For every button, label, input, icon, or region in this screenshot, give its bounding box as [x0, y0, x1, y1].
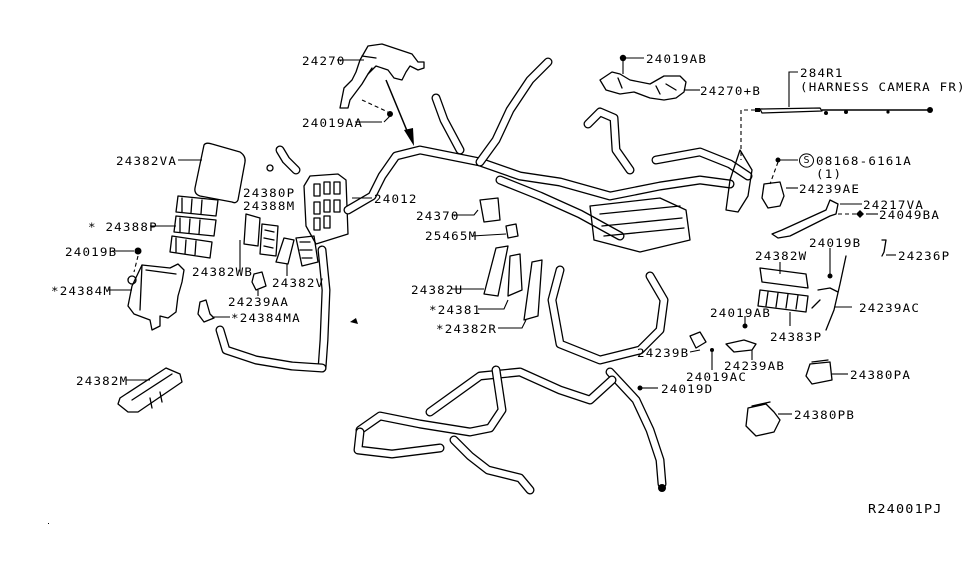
callout-24382V[interactable]: 24382V [272, 275, 325, 290]
direction-arrow [385, 79, 414, 146]
callout-24383P[interactable]: 24383P [770, 329, 823, 344]
callout-24019AA[interactable]: 24019AA [302, 115, 364, 130]
clip-08168[interactable] [775, 157, 781, 163]
diagram-reference-code: R24001PJ [868, 501, 943, 517]
part-25465M[interactable] [505, 223, 519, 239]
part-24239B-bracket[interactable] [689, 331, 707, 349]
callout-24239AE[interactable]: 24239AE [799, 181, 861, 196]
part-center-junction-box[interactable] [589, 149, 753, 253]
part-24382U[interactable] [483, 245, 509, 297]
part-lower-harness[interactable] [353, 265, 669, 495]
callout-24381[interactable]: *24381 [429, 302, 482, 317]
callout-24019AC[interactable]: 24019AC [686, 369, 748, 384]
callout-24388M[interactable]: 24388M [243, 198, 296, 213]
part-24384M-module[interactable] [127, 263, 185, 331]
clip-24019AC[interactable] [710, 348, 714, 352]
part-24382M[interactable] [117, 367, 183, 413]
callout-24019AB-mid[interactable]: 24019AB [710, 305, 772, 320]
part-fuse-block-main[interactable] [266, 164, 349, 267]
callout-24239AB[interactable]: 24239AB [724, 358, 786, 373]
callout-24019B-left[interactable]: 24019B [65, 244, 118, 259]
callout-24019D[interactable]: 24019D [661, 381, 714, 396]
part-24382R[interactable] [523, 259, 543, 321]
callout-24370[interactable]: 24370 [416, 208, 460, 223]
callout-24236P[interactable]: 24236P [898, 248, 951, 263]
callout-24049BA[interactable]: 24049BA [879, 207, 941, 222]
part-24380PB[interactable] [745, 401, 781, 437]
callout-24382WB[interactable]: 24382WB [192, 264, 254, 279]
callout-24382VA[interactable]: 24382VA [116, 153, 178, 168]
callout-24380PB[interactable]: 24380PB [794, 407, 856, 422]
callout-24012[interactable]: 24012 [374, 191, 418, 206]
part-24239AC-bracket[interactable] [811, 255, 847, 331]
part-24382V[interactable] [275, 237, 295, 265]
clip-24019B-right[interactable] [827, 273, 833, 279]
callout-08168-symbol: S [799, 153, 814, 168]
part-24384MA[interactable] [197, 299, 215, 323]
leader-lines [108, 57, 896, 415]
part-24239AE[interactable] [761, 181, 785, 209]
part-24239AB-bracket[interactable] [725, 339, 757, 353]
callout-24388P[interactable]: * 24388P [88, 219, 158, 234]
callout-24380PA[interactable]: 24380PA [850, 367, 912, 382]
clip-24019AB-mid[interactable] [742, 323, 748, 329]
marker-triangle [350, 318, 358, 324]
part-24388M[interactable] [259, 223, 279, 257]
callout-24270[interactable]: 24270 [302, 53, 346, 68]
callout-24384M[interactable]: *24384M [51, 283, 113, 298]
callout-284R1-description: (HARNESS CAMERA FR) [800, 79, 966, 94]
clip-24019B-left[interactable] [134, 247, 142, 255]
callout-24019B-right[interactable]: 24019B [809, 235, 862, 250]
callout-24239B[interactable]: 24239B [637, 345, 690, 360]
part-24012-main-harness[interactable] [215, 57, 753, 373]
part-24270B-bracket[interactable] [599, 71, 687, 101]
callout-24019AB-top[interactable]: 24019AB [646, 51, 708, 66]
callout-24380P[interactable]: 24380P [243, 185, 296, 200]
callout-24217VA[interactable]: 24217VA [863, 197, 925, 212]
callout-08168-qty: (1) [816, 166, 843, 181]
part-24380PA[interactable] [805, 359, 833, 385]
callout-284R1[interactable]: 284R1 [800, 65, 844, 80]
part-24383P[interactable] [757, 289, 809, 313]
dashed-guide [740, 109, 755, 160]
stray-dot [48, 523, 49, 524]
part-24382WB[interactable] [243, 213, 261, 247]
part-24382VA-cover[interactable] [194, 142, 246, 204]
part-24236P[interactable] [881, 239, 887, 257]
callout-24384MA[interactable]: *24384MA [231, 310, 301, 325]
part-24270-bracket[interactable] [339, 43, 425, 109]
callout-24382U[interactable]: 24382U [411, 282, 464, 297]
callout-24270B[interactable]: 24270+B [700, 83, 762, 98]
callout-24239AC[interactable]: 24239AC [859, 300, 921, 315]
part-24388P-relays[interactable] [169, 195, 219, 259]
part-284R1-camera-harness[interactable] [755, 107, 933, 115]
callout-24382M[interactable]: 24382M [76, 373, 129, 388]
callout-24239AA[interactable]: 24239AA [228, 294, 290, 309]
clip-24019AA[interactable] [387, 111, 393, 117]
part-24381[interactable] [507, 253, 523, 297]
callout-24382R[interactable]: *24382R [436, 321, 498, 336]
clip-24049BA[interactable] [856, 210, 864, 218]
callout-08168[interactable]: 08168-6161A [816, 153, 912, 168]
part-24370-relay[interactable] [479, 197, 501, 223]
part-24217VA-bracket[interactable] [771, 199, 839, 239]
callout-24382W[interactable]: 24382W [755, 248, 808, 263]
dashed-guide [361, 99, 389, 113]
callout-25465M[interactable]: 25465M [425, 228, 478, 243]
part-24239AA-bracket[interactable] [251, 271, 267, 291]
clip-24019D[interactable] [637, 385, 643, 391]
part-24382W[interactable] [759, 267, 809, 289]
